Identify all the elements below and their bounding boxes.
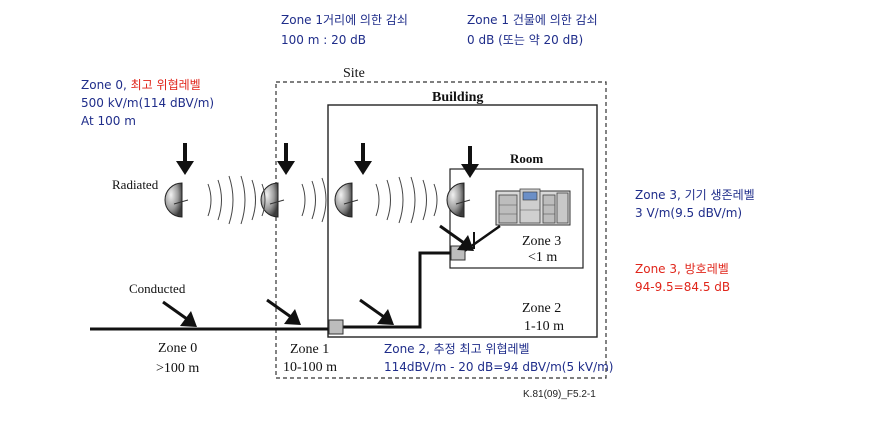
zone0-field-strength: 500 kV/m(114 dBV/m) <box>81 96 214 110</box>
zone3-label: Zone 3 <box>522 234 561 249</box>
building-attenuation-value: 0 dB (또는 약 20 dB) <box>467 32 583 47</box>
room-label: Room <box>510 151 543 166</box>
zone1-range: 10-100 m <box>283 360 337 375</box>
zone2-estimate-title: Zone 2, 추정 최고 위협레벨 <box>384 342 530 356</box>
radiated-label: Radiated <box>112 177 159 192</box>
room-boundary <box>449 168 584 269</box>
zone3-range: <1 m <box>528 250 557 265</box>
zone3-protection-value: 94-9.5=84.5 dB <box>635 280 730 294</box>
building-attenuation-title: Zone 1 건물에 의한 감쇠 <box>467 13 598 27</box>
figure-id: K.81(09)_F5.2-1 <box>523 389 596 400</box>
zone3-survival-value: 3 V/m(9.5 dBV/m) <box>635 206 742 220</box>
source-antenna-zone0 <box>164 182 189 218</box>
zone0-threat-title: Zone 0, 최고 위협레벨 <box>81 78 201 92</box>
zone0-distance: At 100 m <box>81 114 136 128</box>
distance-attenuation-value: 100 m : 20 dB <box>281 33 366 47</box>
zone0-title-red: 최고 위협레벨 <box>131 78 201 92</box>
zone1-zone2-interface-box <box>328 319 344 335</box>
zone3-survival-title: Zone 3, 기기 생존레벨 <box>635 188 755 202</box>
zone2-label: Zone 2 <box>522 301 561 316</box>
radiated-waves <box>207 175 438 225</box>
zone0-range: >100 m <box>156 361 199 376</box>
zone2-estimate-value: 114dBV/m - 20 dB=94 dBV/m(5 kV/m) <box>384 360 613 374</box>
conducted-line <box>90 251 458 331</box>
site-label: Site <box>343 66 365 81</box>
zone2-range: 1-10 m <box>524 319 564 334</box>
zone0-label: Zone 0 <box>158 341 197 356</box>
zone1-label: Zone 1 <box>290 342 329 357</box>
conducted-arrows <box>161 224 476 329</box>
distance-attenuation-title: Zone 1거리에 의한 감쇠 <box>281 13 408 27</box>
antenna-site-edge <box>260 182 285 218</box>
conducted-label: Conducted <box>129 281 186 296</box>
building-label: Building <box>432 90 483 105</box>
site-boundary <box>275 81 607 379</box>
antenna-building-edge <box>334 182 359 218</box>
building-boundary <box>327 104 598 338</box>
zone0-title-prefix: Zone 0, <box>81 78 131 92</box>
zone3-protection-title: Zone 3, 방호레벨 <box>635 262 729 276</box>
equipment-rack-icon <box>495 188 571 226</box>
